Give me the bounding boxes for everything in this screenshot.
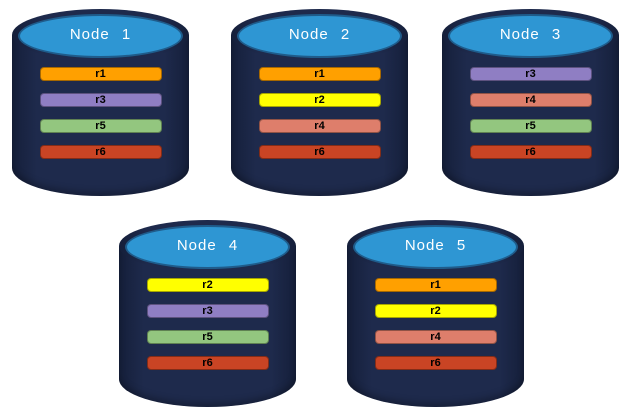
cylinder-body xyxy=(119,246,296,407)
node-cylinder-1: Node 1 r1 r3 r5 r6 xyxy=(12,9,189,196)
cylinder-top-ellipse xyxy=(125,225,290,269)
replica-bar-r5: r5 xyxy=(469,119,592,133)
cylinder-top-ellipse xyxy=(448,14,613,58)
replica-bar-r1: r1 xyxy=(374,278,497,292)
replica-bar-r5: r5 xyxy=(39,119,162,133)
replica-bar-r3: r3 xyxy=(39,93,162,107)
replica-list: r1 r2 r4 r6 xyxy=(231,67,408,159)
replica-bar-r4: r4 xyxy=(469,93,592,107)
node-cylinder-3: Node 3 r3 r4 r5 r6 xyxy=(442,9,619,196)
replica-bar-r3: r3 xyxy=(146,304,269,318)
replica-bar-r5: r5 xyxy=(146,330,269,344)
replica-bar-r6: r6 xyxy=(39,145,162,159)
cylinder-body xyxy=(347,246,524,407)
replica-list: r1 r2 r4 r6 xyxy=(347,278,524,370)
replica-bar-r1: r1 xyxy=(258,67,381,81)
replica-bar-r6: r6 xyxy=(374,356,497,370)
cylinder-body xyxy=(231,35,408,196)
replica-bar-r2: r2 xyxy=(374,304,497,318)
replica-bar-r2: r2 xyxy=(146,278,269,292)
node-cylinder-5: Node 5 r1 r2 r4 r6 xyxy=(347,220,524,407)
cylinder-top-ellipse xyxy=(237,14,402,58)
replica-bar-r4: r4 xyxy=(258,119,381,133)
node-title: Node 4 xyxy=(176,237,239,254)
node-cylinder-4: Node 4 r2 r3 r5 r6 xyxy=(119,220,296,407)
replica-list: r3 r4 r5 r6 xyxy=(442,67,619,159)
replica-list: r2 r3 r5 r6 xyxy=(119,278,296,370)
node-title: Node 5 xyxy=(404,237,467,254)
node-title: Node 3 xyxy=(499,26,562,43)
cylinder-body xyxy=(12,35,189,196)
replica-bar-r2: r2 xyxy=(258,93,381,107)
cylinder-body xyxy=(442,35,619,196)
replica-bar-r6: r6 xyxy=(146,356,269,370)
replica-bar-r6: r6 xyxy=(469,145,592,159)
node-title: Node 1 xyxy=(69,26,132,43)
replica-bar-r6: r6 xyxy=(258,145,381,159)
replica-bar-r4: r4 xyxy=(374,330,497,344)
replica-bar-r3: r3 xyxy=(469,67,592,81)
cylinder-top-ellipse xyxy=(353,225,518,269)
cylinder-top-ellipse xyxy=(18,14,183,58)
replica-list: r1 r3 r5 r6 xyxy=(12,67,189,159)
node-title: Node 2 xyxy=(288,26,351,43)
node-cylinder-2: Node 2 r1 r2 r4 r6 xyxy=(231,9,408,196)
replica-bar-r1: r1 xyxy=(39,67,162,81)
